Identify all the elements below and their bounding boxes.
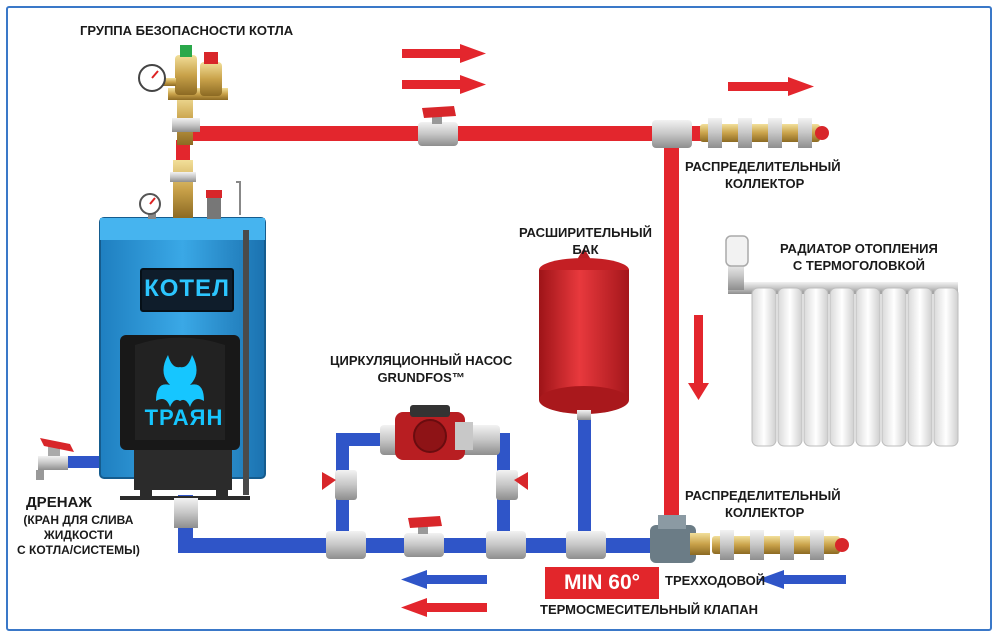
expansion-tank: [539, 248, 629, 420]
collector-top: [700, 118, 829, 148]
flow-arrow-icon: [401, 598, 487, 617]
collector-bottom-label-line1: РАСПРЕДЕЛИТЕЛЬНЫЙ: [685, 488, 841, 503]
thermostatic-head-icon: [725, 235, 749, 267]
pump-bypass-valves: [322, 470, 528, 500]
boiler: [99, 217, 266, 500]
expansion-tank-label-line1: РАСШИРИТЕЛЬНЫЙ: [519, 225, 652, 240]
ball-valve-icon: [322, 472, 336, 490]
drain-title: ДРЕНАЖ: [26, 494, 92, 511]
flow-arrow-icon: [402, 75, 486, 94]
valve-label-line1: ТРЕХХОДОВОЙ: [665, 573, 766, 588]
pump-label-line1: ЦИРКУЛЯЦИОННЫЙ НАСОС: [330, 353, 513, 368]
ball-valve-icon: [422, 106, 456, 118]
circulation-pump: [380, 405, 500, 460]
radiator: [725, 235, 959, 447]
drain-description-line2: ЖИДКОСТИ: [43, 528, 113, 542]
return-fittings: [326, 516, 606, 559]
radiator-label: РАДИАТОР ОТОПЛЕНИЯ С ТЕРМОГОЛОВКОЙ: [780, 240, 938, 274]
drain-description-line1: (КРАН ДЛЯ СЛИВА: [23, 513, 134, 527]
boiler-name-plate: КОТЕЛ: [140, 268, 234, 312]
safety-group: [138, 45, 228, 145]
safety-group-label: ГРУППА БЕЗОПАСНОСТИ КОТЛА: [80, 23, 294, 38]
radiator-label-line2: С ТЕРМОГОЛОВКОЙ: [792, 258, 925, 273]
collector-top-label: РАСПРЕДЕЛИТЕЛЬНЫЙ КОЛЛЕКТОР: [685, 158, 841, 192]
supply-tee: [652, 120, 692, 148]
ball-valve-icon: [408, 516, 442, 528]
collector-bottom: [712, 530, 849, 560]
ball-valve-icon: [514, 472, 528, 490]
radiator-label-line1: РАДИАТОР ОТОПЛЕНИЯ: [780, 241, 938, 256]
drain-valve: [36, 438, 74, 480]
return-fitting: [174, 498, 198, 528]
expansion-tank-label-line2: БАК: [572, 242, 599, 257]
ball-valve-icon: [40, 438, 74, 452]
collector-top-label-line2: КОЛЛЕКТОР: [725, 176, 805, 191]
flow-arrow-icon: [402, 44, 486, 63]
supply-ball-valve: [418, 106, 458, 146]
collector-bottom-label-line2: КОЛЛЕКТОР: [725, 505, 805, 520]
flow-arrow-icon: [401, 570, 487, 589]
collector-bottom-label: РАСПРЕДЕЛИТЕЛЬНЫЙ КОЛЛЕКТОР: [685, 487, 841, 521]
flow-arrow-icon: [688, 315, 709, 400]
flame-logo-icon: [156, 355, 204, 407]
pump-label-line2: GRUNDFOS™: [377, 370, 465, 385]
drain-description: (КРАН ДЛЯ СЛИВА ЖИДКОСТИ С КОТЛА/СИСТЕМЫ…: [17, 513, 140, 558]
min-temp-badge: MIN 60°: [545, 567, 659, 599]
flow-arrow-icon: [728, 77, 814, 96]
drain-description-line3: С КОТЛА/СИСТЕМЫ): [17, 543, 140, 557]
collector-top-label-line1: РАСПРЕДЕЛИТЕЛЬНЫЙ: [685, 159, 841, 174]
three-way-valve: [650, 515, 710, 563]
pump-icon: [413, 419, 447, 453]
flow-arrow-icon: [758, 570, 846, 589]
boiler-top-fittings: [139, 160, 241, 219]
pump-label: ЦИРКУЛЯЦИОННЫЙ НАСОС GRUNDFOS™: [330, 352, 512, 386]
expansion-tank-label: РАСШИРИТЕЛЬНЫЙ БАК: [519, 224, 652, 258]
boiler-brand: ТРАЯН: [144, 405, 224, 430]
flow-arrows: [401, 44, 846, 617]
valve-label-line2: ТЕРМОСМЕСИТЕЛЬНЫЙ КЛАПАН: [540, 602, 759, 617]
